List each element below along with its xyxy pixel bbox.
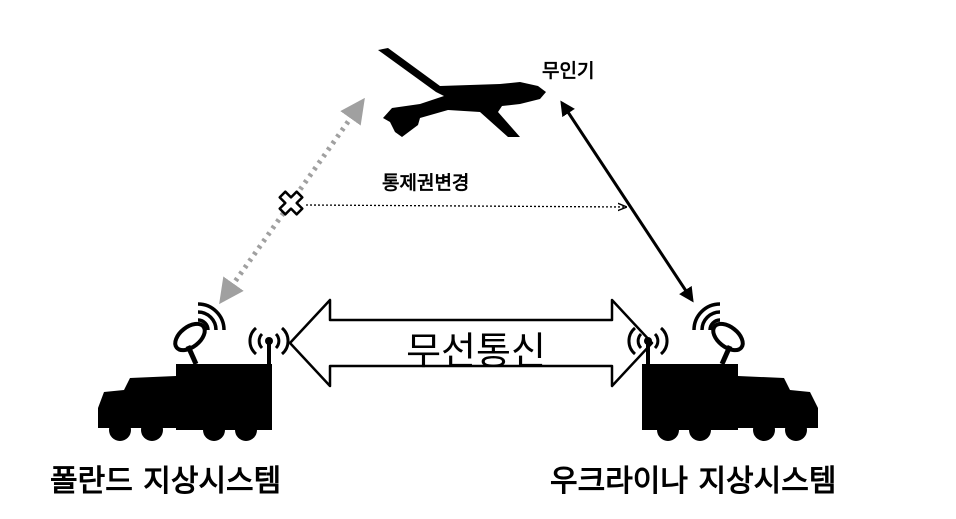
ukraine-satellite-dish-icon [708, 319, 747, 364]
uav-drone-icon [378, 48, 546, 137]
poland-satellite-dish-icon [170, 319, 209, 364]
ukraine-ground-system-label: 우크라이나 지상시스템 [550, 456, 836, 500]
active-link-arrow [562, 103, 692, 300]
control-change-label: 통제권변경 [382, 168, 469, 195]
control-change-arrow [306, 205, 626, 207]
poland-antenna-icon [250, 328, 288, 366]
wireless-comm-label: 무선통신 [376, 320, 576, 375]
poland-ground-truck-icon [98, 364, 272, 441]
ukraine-ground-truck-icon [642, 364, 818, 441]
link-blocked-x-icon [274, 186, 308, 220]
uav-label: 무인기 [542, 56, 594, 83]
poland-ground-system-label: 폴란드 지상시스템 [50, 456, 281, 500]
